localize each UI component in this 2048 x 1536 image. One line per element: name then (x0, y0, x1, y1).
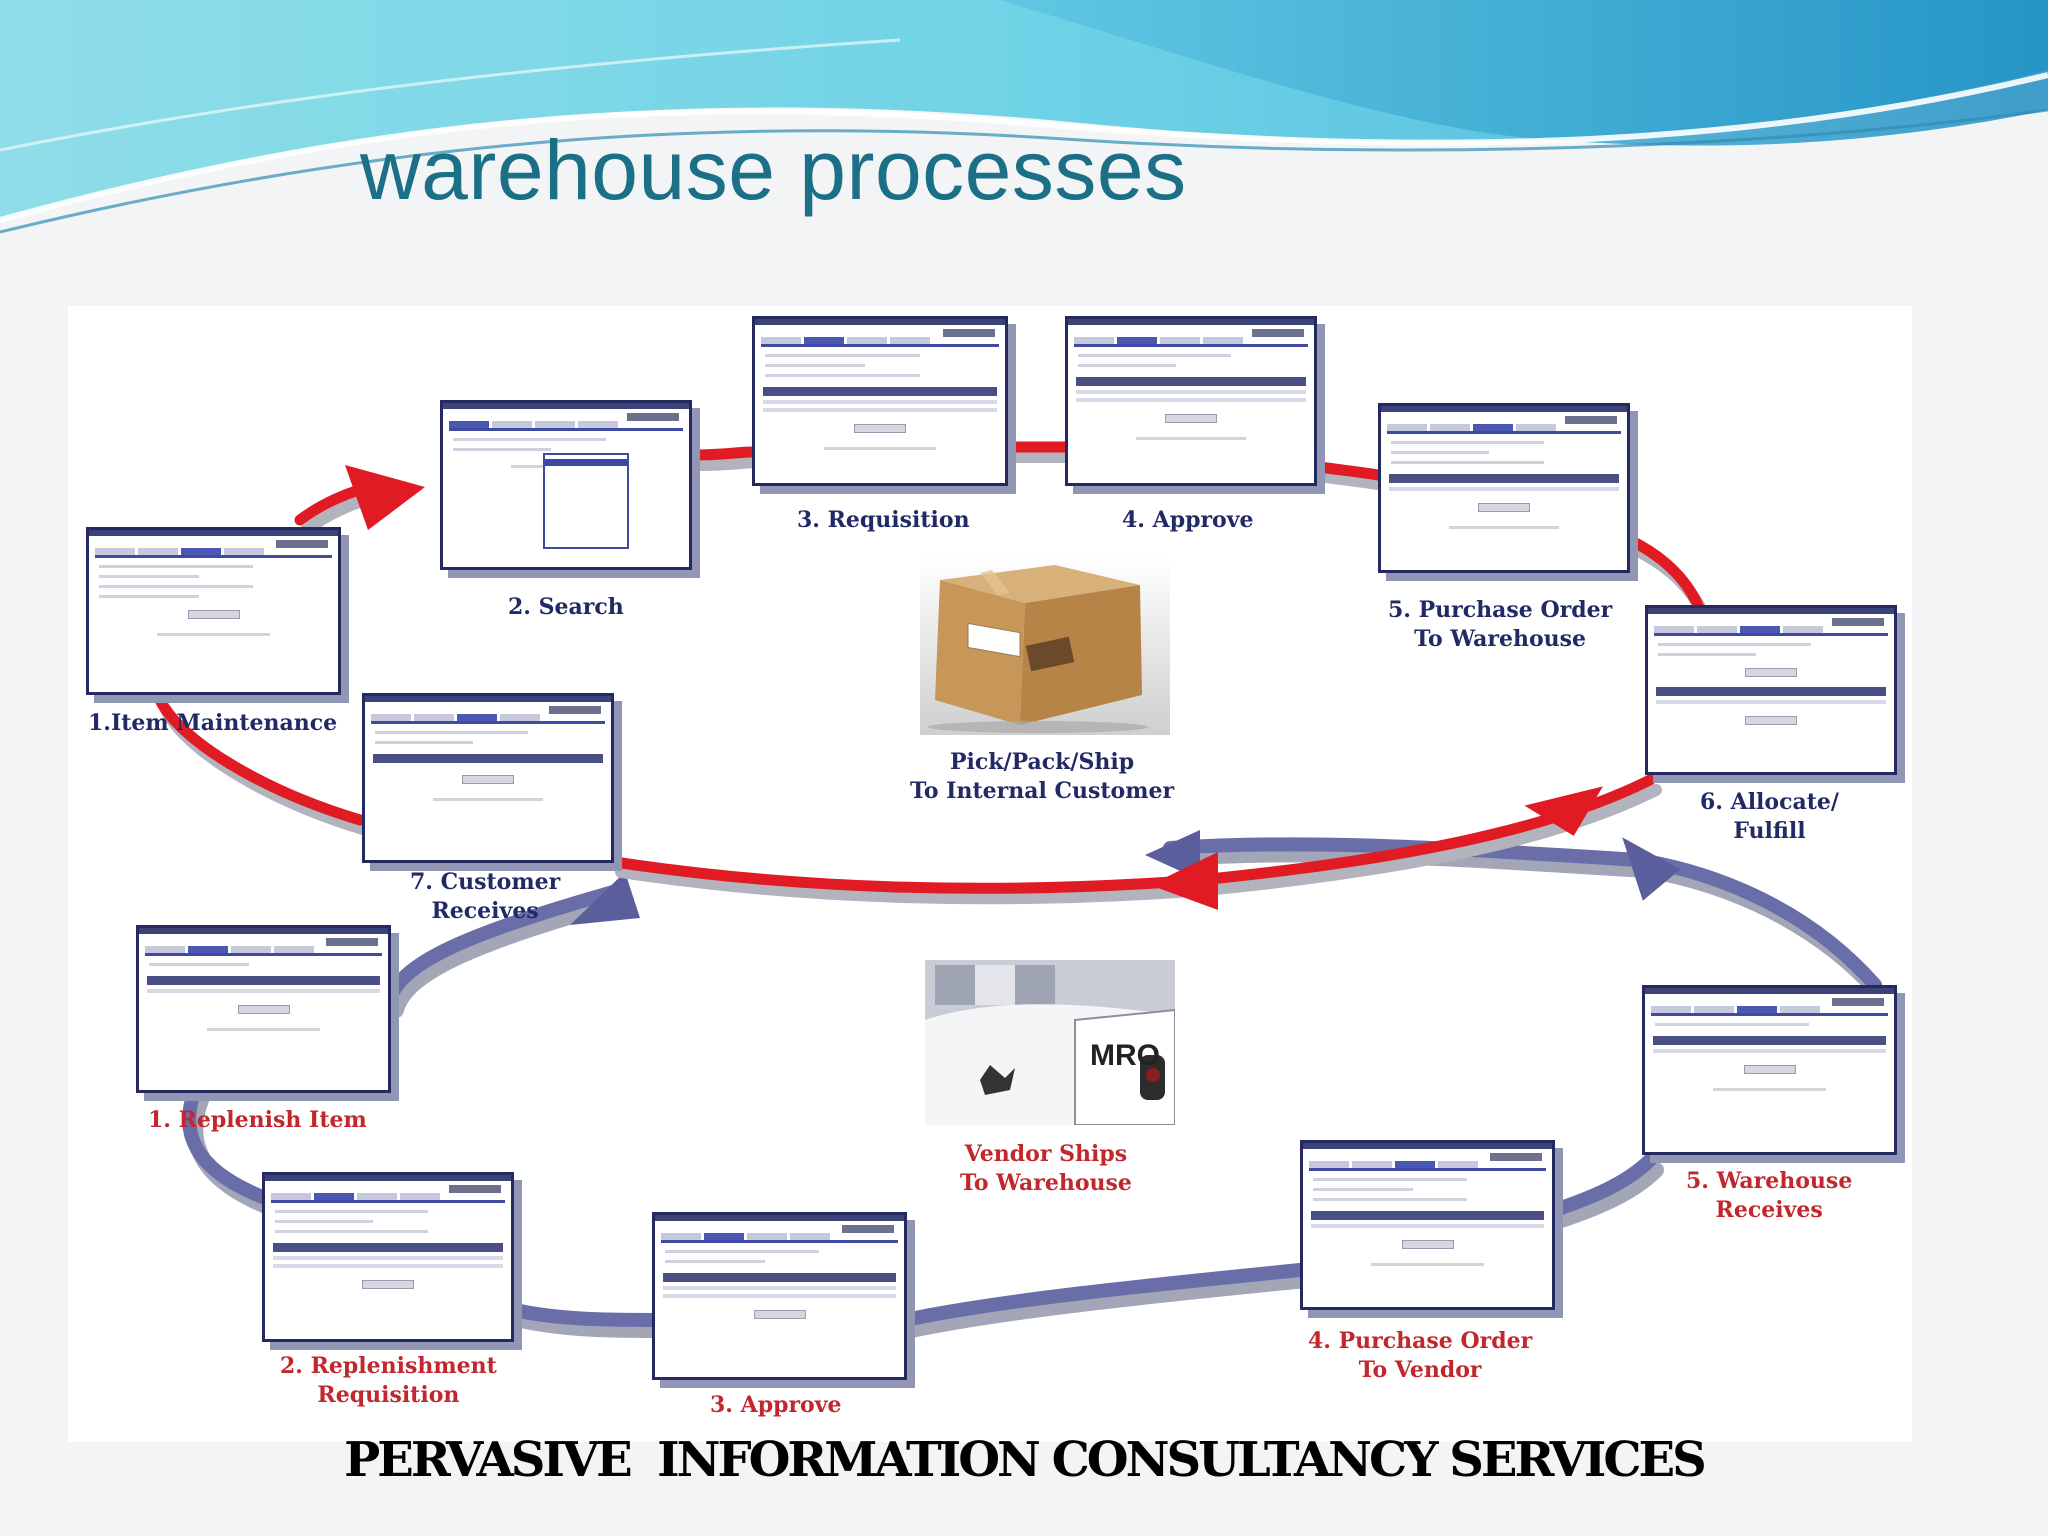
label-replenishment-approve: 3. Approve (710, 1392, 842, 1418)
truck-logo: MRO (1090, 1039, 1160, 1072)
label-purchase-order-warehouse: 5. Purchase Order To Warehouse (1388, 597, 1613, 652)
screen-warehouse-receives (1642, 985, 1897, 1155)
label-allocate-fulfill: 6. Allocate/ Fulfill (1700, 789, 1839, 844)
label-item-maintenance: 1.Item Maintenance (88, 710, 338, 736)
delivery-truck-icon: MRO (925, 960, 1175, 1125)
slide-title: warehouse processes (360, 123, 1187, 217)
label-requisition: 3. Requisition (797, 507, 970, 533)
screen-purchase-order-vendor (1300, 1140, 1555, 1310)
screen-search (440, 400, 692, 570)
cardboard-box-icon (920, 555, 1170, 735)
screen-customer-receives (362, 693, 614, 863)
label-approve: 4. Approve (1122, 507, 1254, 533)
header-banner (0, 0, 2048, 240)
screen-item-maintenance (86, 527, 341, 695)
label-vendor-ships: Vendor Ships To Warehouse (960, 1141, 1132, 1196)
screen-approve (1065, 316, 1317, 486)
label-pick-pack-ship: Pick/Pack/Ship To Internal Customer (910, 749, 1175, 804)
screen-allocate-fulfill (1645, 605, 1897, 775)
label-replenish-item: 1. Replenish Item (148, 1107, 367, 1133)
screen-replenish-item (136, 925, 391, 1093)
screen-requisition (752, 316, 1008, 486)
label-customer-receives: 7. Customer Receives (410, 869, 561, 924)
label-replenishment-requisition: 2. Replenishment Requisition (280, 1353, 497, 1408)
screen-replenishment-requisition (262, 1172, 514, 1342)
screen-replenishment-approve (652, 1212, 907, 1380)
label-search: 2. Search (508, 594, 624, 620)
label-warehouse-receives: 5. Warehouse Receives (1686, 1168, 1853, 1223)
screen-purchase-order-warehouse (1378, 403, 1630, 573)
footer-company-name: PERVASIVE INFORMATION CONSULTANCY SERVIC… (344, 1432, 1707, 1488)
label-purchase-order-vendor: 4. Purchase Order To Vendor (1308, 1328, 1533, 1383)
